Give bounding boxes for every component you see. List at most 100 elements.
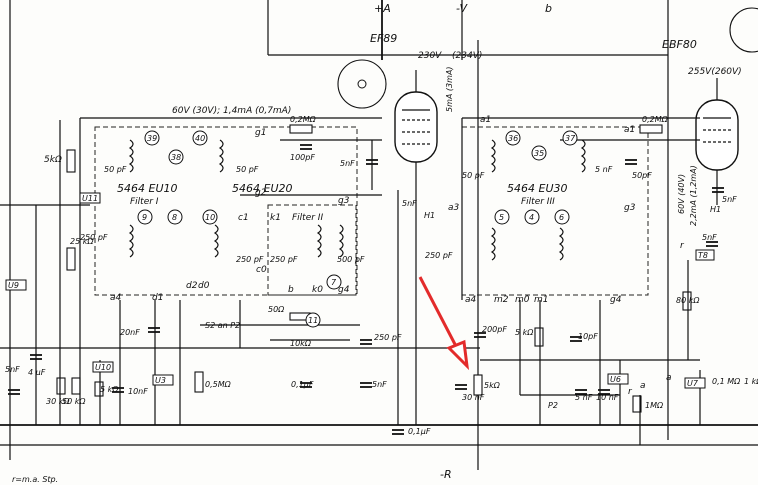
- node-g4: g4: [338, 285, 350, 295]
- label-c-5n-c: 5nF: [722, 195, 737, 204]
- label-small-500: 500 pF: [337, 255, 365, 264]
- label-c-5n-e: 5nF: [372, 380, 387, 389]
- filter3-code: 5464 EU30: [507, 182, 568, 195]
- node-d2: d2: [186, 281, 198, 291]
- label-ef89: EF89: [370, 32, 397, 45]
- label-r-05m: 0,5MΩ: [205, 380, 232, 389]
- red-arrow-annotation: [418, 276, 470, 371]
- tag-u7: U7: [687, 379, 699, 388]
- node-k1: k1: [270, 213, 281, 223]
- label-c-50p-a: 50pF: [632, 171, 652, 180]
- label-r-1m: 1MΩ: [645, 401, 664, 410]
- circle-4: 4: [529, 213, 534, 222]
- label-r-02m-a: 0,2MΩ: [290, 115, 317, 124]
- label-r-50: 50Ω: [268, 305, 285, 314]
- resistor-05m: [194, 371, 204, 393]
- resistor-80k: [682, 291, 692, 311]
- label-c-10n-b: 10 nF: [596, 393, 619, 402]
- node-a1b: a1: [624, 125, 635, 135]
- filter1-name: Filter I: [130, 197, 159, 207]
- label-c-200p: 200pF: [482, 325, 507, 334]
- node-c0: c0: [256, 265, 267, 275]
- footnote: r=m.a. Stp.: [12, 475, 58, 484]
- circle-40: 40: [195, 134, 205, 143]
- label-c-250p-c: 250 pF: [374, 333, 402, 342]
- current-ebf80: 2,2mA (1,2mA): [689, 165, 698, 226]
- filter1-code: 5464 EU10: [117, 182, 178, 195]
- tube-ebf80: [695, 78, 739, 205]
- rail-label-plus-a: +A: [374, 2, 391, 15]
- resistor-5k-d: [473, 374, 483, 396]
- label-c-5n-d: 5nF: [702, 233, 717, 242]
- node-a: a: [666, 373, 672, 383]
- circle-37: 37: [565, 134, 576, 143]
- circle-11: 11: [308, 316, 318, 325]
- label-c-250p-a: 250 pF: [80, 233, 108, 242]
- circle-10: 10: [205, 213, 215, 222]
- label-c-250p-b: 250 pF: [425, 251, 453, 260]
- label-small-50p-a: 50 pF: [104, 165, 127, 174]
- label-r-01m: 0,1 MΩ: [712, 377, 741, 386]
- bias-ef89: 60V (30V); 1,4mA (0,7mA): [172, 106, 291, 116]
- label-c-10n: 10nF: [128, 387, 148, 396]
- tag-t8: T8: [698, 251, 708, 260]
- node-m0: m0: [515, 295, 530, 305]
- label-r-10k: 10kΩ: [290, 339, 312, 348]
- label-r-80k: 80 kΩ: [676, 296, 700, 305]
- node-a3: a3: [448, 203, 460, 213]
- tag-u11: U11: [82, 194, 98, 203]
- node-g3: g3: [338, 196, 350, 206]
- coil-group-filter1: [128, 139, 344, 258]
- node-c1: c1: [238, 213, 249, 223]
- node-a2: a: [640, 381, 646, 391]
- tube-ef89: [394, 70, 438, 200]
- circle-8: 8: [172, 213, 177, 222]
- node-g3b: g3: [624, 203, 636, 213]
- resistor-5k: [66, 149, 76, 173]
- circle-38: 38: [171, 153, 181, 162]
- voltage-230: 230V: [418, 51, 442, 61]
- label-r-5k-b: 5 kΩ: [515, 328, 534, 337]
- label-r-5k: 5kΩ: [44, 155, 62, 165]
- label-r-5k-c: 5 kΩ: [100, 385, 119, 394]
- circle-5: 5: [499, 213, 504, 222]
- tag-u10: U10: [95, 363, 111, 372]
- filter-box-1: [94, 126, 358, 296]
- node-d1: d1: [152, 293, 163, 303]
- rail-label-b: b: [545, 2, 552, 15]
- rail-label-minus-r: -R: [440, 468, 452, 481]
- node-a4: a4: [110, 293, 122, 303]
- node-r2: r: [628, 387, 633, 397]
- current-ef89: 5mA (3mA): [445, 67, 454, 113]
- pin-diagram-ebf80: [729, 7, 758, 53]
- tag-u6: U6: [610, 375, 621, 384]
- tag-u3: U3: [155, 376, 166, 385]
- circle-9: 9: [142, 213, 147, 222]
- label-h1-a: H1: [424, 211, 435, 220]
- voltage-255: 255V(260V): [688, 67, 742, 77]
- label-c-30n: 30 nF: [462, 393, 485, 402]
- label-ebf80: EBF80: [662, 38, 697, 51]
- label-small-50p-c: 50 pF: [462, 171, 485, 180]
- pin-diagram-ef89: [337, 59, 387, 109]
- filter3-name: Filter III: [521, 197, 555, 207]
- resistor-1m: [632, 395, 642, 413]
- label-r-02m-b: 0,2MΩ: [642, 115, 669, 124]
- label-small-50p-b: 50 pF: [236, 165, 259, 174]
- node-r: r: [680, 241, 685, 251]
- node-g4b: g4: [610, 295, 622, 305]
- resistor-02m-a: [289, 124, 313, 134]
- circle-36: 36: [508, 134, 518, 143]
- label-r-25k: 25 kΩ: [70, 237, 94, 246]
- node-b: b: [288, 285, 294, 295]
- label-c-01u-a: 0,1µF: [291, 380, 314, 389]
- label-c-01u-b: 0,1µF: [408, 427, 431, 436]
- label-r-50k: 50 kΩ: [62, 397, 86, 406]
- tag-boxes: [5, 192, 715, 389]
- node-k0: k0: [312, 285, 323, 295]
- filter2-name: Filter II: [292, 213, 323, 223]
- circle-7: 7: [331, 278, 337, 287]
- rail-label-minus-v: -V: [456, 2, 469, 15]
